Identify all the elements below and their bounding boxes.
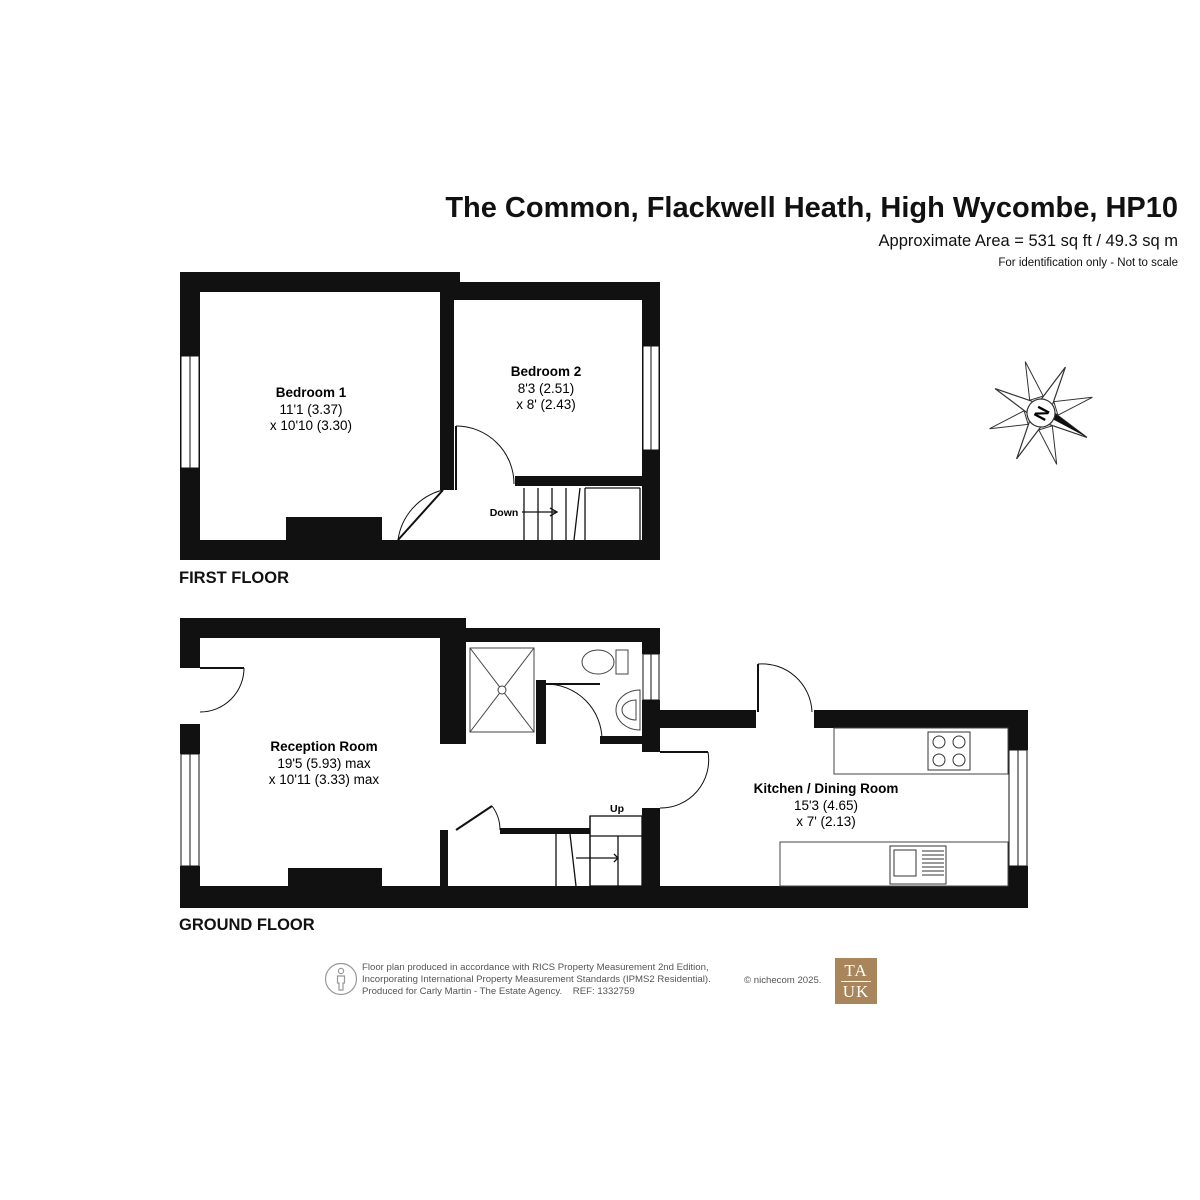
room-name-kitchen: Kitchen / Dining Room xyxy=(754,781,899,796)
wall xyxy=(440,628,660,642)
room-dim-kitchen: 15'3 (4.65) xyxy=(794,798,858,813)
wall xyxy=(1008,710,1028,750)
room-dim-bedroom2: 8'3 (2.51) xyxy=(518,381,575,396)
footer-disclaimer: Floor plan produced in accordance with R… xyxy=(362,962,711,999)
shower-tray xyxy=(469,647,535,733)
door-swing xyxy=(545,683,603,741)
wall xyxy=(180,540,660,560)
wall xyxy=(180,272,460,292)
property-title: The Common, Flackwell Heath, High Wycomb… xyxy=(445,192,1178,224)
wall xyxy=(642,628,660,654)
door-swing xyxy=(491,805,501,831)
worktop xyxy=(833,727,1009,775)
badge-text: UK xyxy=(841,981,871,1001)
wall xyxy=(515,476,660,486)
room-name-bedroom2: Bedroom 2 xyxy=(511,364,582,379)
wall xyxy=(500,828,590,834)
sink-icon xyxy=(889,845,947,885)
badge-text: TA xyxy=(844,961,868,980)
chimney-breast xyxy=(288,868,382,888)
door-swing xyxy=(397,489,444,541)
door-swing xyxy=(199,667,245,713)
wall xyxy=(536,680,546,744)
wall xyxy=(440,830,448,900)
copyright: © nichecom 2025. xyxy=(744,975,822,986)
room-dim-reception: x 10'11 (3.33) max xyxy=(269,772,380,787)
wall xyxy=(1008,866,1028,908)
wall xyxy=(440,272,454,490)
room-dim-kitchen: x 7' (2.13) xyxy=(796,814,856,829)
wall xyxy=(642,710,756,728)
ground-floor-plan xyxy=(180,618,1028,908)
wall xyxy=(180,618,460,638)
staircase xyxy=(555,815,643,887)
wall xyxy=(180,886,1028,908)
toilet-icon xyxy=(581,649,629,675)
room-name-reception: Reception Room xyxy=(270,739,377,754)
staircase xyxy=(522,487,641,541)
room-dim-bedroom1: 11'1 (3.37) xyxy=(279,402,342,417)
door-leaf xyxy=(397,489,444,541)
door-leaf xyxy=(455,805,493,831)
first-floor-plan xyxy=(180,272,660,560)
door-swing xyxy=(659,751,710,809)
hob-icon xyxy=(927,731,971,771)
person-icon xyxy=(324,962,358,996)
footer-line: Incorporating International Property Mea… xyxy=(362,974,711,986)
stairs-down-label: Down xyxy=(490,507,519,519)
basin-icon xyxy=(615,689,641,731)
wall xyxy=(814,710,1028,728)
room-dim-bedroom2: x 8' (2.43) xyxy=(516,397,576,412)
first-floor-label: FIRST FLOOR xyxy=(179,569,289,587)
approximate-area: Approximate Area = 531 sq ft / 49.3 sq m xyxy=(878,232,1178,250)
chimney-breast xyxy=(286,517,382,542)
door-swing xyxy=(757,663,813,713)
door-swing xyxy=(455,425,515,485)
wall xyxy=(440,282,660,300)
footer-line: Floor plan produced in accordance with R… xyxy=(362,962,709,973)
stairs-up-label: Up xyxy=(610,803,624,815)
ground-floor-label: GROUND FLOOR xyxy=(179,916,315,934)
wall xyxy=(642,808,660,908)
room-name-bedroom1: Bedroom 1 xyxy=(276,385,347,400)
wall xyxy=(180,724,200,754)
room-dim-reception: 19'5 (5.93) max xyxy=(277,756,371,771)
identification-note: For identification only - Not to scale xyxy=(998,257,1178,269)
wall xyxy=(600,736,660,744)
room-dim-bedroom1: x 10'10 (3.30) xyxy=(270,418,352,433)
north-compass-icon xyxy=(989,361,1093,465)
tauk-badge: TA UK xyxy=(835,958,877,1004)
footer-line: Produced for Carly Martin - The Estate A… xyxy=(362,986,635,998)
